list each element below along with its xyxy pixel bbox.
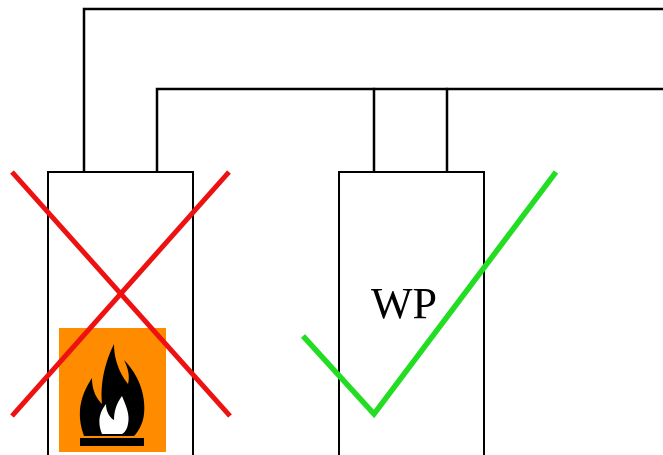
heat-pump-label: WP	[371, 279, 437, 328]
outer-pipe	[82, 7, 663, 174]
cross-mark-icon	[10, 170, 232, 418]
boiler-unit	[47, 171, 194, 455]
heat-pump-box	[338, 171, 485, 455]
pipework	[82, 7, 663, 174]
cross-stroke-b	[10, 170, 231, 418]
heat-pump-unit: WP	[338, 171, 485, 455]
inner-pipe	[155, 87, 663, 174]
check-mark-icon	[300, 170, 559, 419]
flammable-hazard-icon	[59, 328, 166, 452]
